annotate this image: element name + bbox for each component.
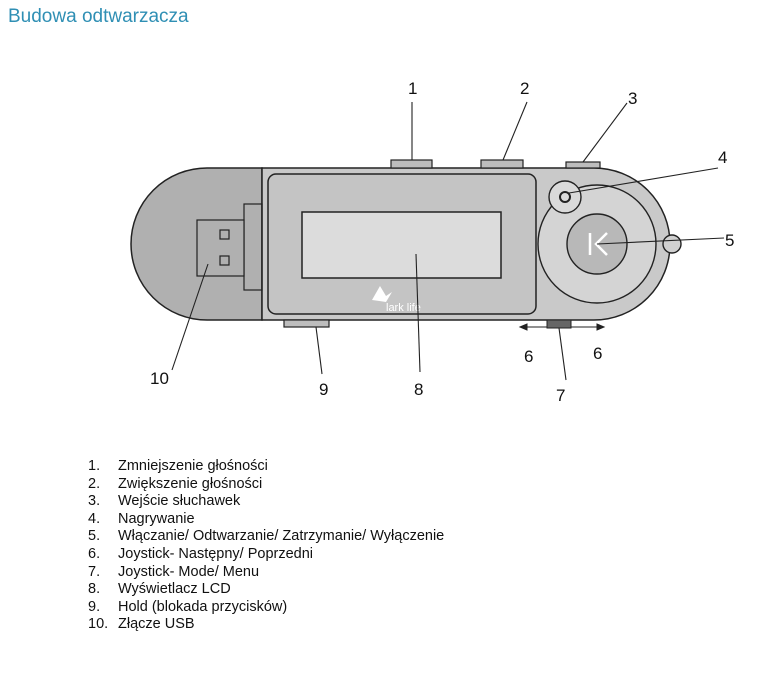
- callout-8: 8: [414, 380, 423, 399]
- volume-up-button[interactable]: [480, 159, 524, 169]
- legend-item-text: Joystick- Mode/ Menu: [118, 563, 260, 580]
- legend-item: 2.Zwiększenie głośności: [88, 475, 263, 492]
- callout-3: 3: [628, 89, 637, 108]
- callout-6-left: 6: [524, 347, 533, 366]
- callout-2: 2: [520, 79, 529, 98]
- callout-9: 9: [319, 380, 328, 399]
- legend-item-text: Złącze USB: [118, 616, 195, 633]
- legend-item-text: Hold (blokada przycisków): [118, 598, 288, 615]
- legend-item-text: Wyświetlacz LCD: [118, 581, 231, 598]
- headphone-jack: [565, 161, 601, 169]
- legend-item-text: Joystick- Następny/ Poprzedni: [118, 545, 314, 562]
- record-button-dot: [559, 191, 571, 203]
- legend-item: 1.Zmniejszenie głośności: [88, 458, 268, 474]
- legend-item: 7.Joystick- Mode/ Menu: [88, 563, 260, 580]
- usb-connector: [196, 203, 263, 291]
- parts-legend: 1.Zmniejszenie głośności 2.Zwiększenie g…: [88, 458, 444, 634]
- lanyard-hole: [662, 234, 682, 254]
- leader-lines: [171, 101, 725, 381]
- callout-4: 4: [718, 148, 727, 167]
- play-pause-icon: [588, 232, 608, 256]
- legend-item-text: Wejście słuchawek: [118, 493, 241, 510]
- volume-down-button[interactable]: [390, 159, 433, 169]
- legend-item: 5.Włączanie/ Odtwarzanie/ Zatrzymanie/ W…: [88, 528, 445, 545]
- callout-6-right: 6: [593, 344, 602, 363]
- legend-item-text: Nagrywanie: [118, 510, 195, 527]
- legend-item-text: Włączanie/ Odtwarzanie/ Zatrzymanie/ Wył…: [118, 528, 445, 545]
- hold-switch[interactable]: [283, 319, 330, 328]
- callout-numbers: 1 2 3 4 5 6 6 7 8 9 10: [150, 79, 734, 405]
- callout-1: 1: [408, 79, 417, 98]
- callout-5: 5: [725, 231, 734, 250]
- joystick-slider[interactable]: [518, 319, 606, 331]
- lcd-display: [301, 211, 502, 279]
- player-diagram: lark life 1 2 3 4 5 6 6 7 8 9 10: [130, 79, 734, 405]
- legend-item: 4.Nagrywanie: [88, 510, 195, 527]
- legend-item: 3.Wejście słuchawek: [88, 493, 241, 510]
- callout-7: 7: [556, 386, 565, 405]
- legend-item: 9.Hold (blokada przycisków): [88, 598, 288, 615]
- brand-logo: lark life: [372, 286, 421, 314]
- top-buttons: [390, 159, 601, 169]
- legend-item: 6.Joystick- Następny/ Poprzedni: [88, 545, 314, 562]
- legend-item-text: Zwiększenie głośności: [118, 475, 263, 492]
- record-button[interactable]: [548, 180, 582, 214]
- brand-logo-text: lark life: [386, 302, 421, 314]
- callout-10: 10: [150, 369, 169, 388]
- legend-item: 8.Wyświetlacz LCD: [88, 581, 231, 598]
- legend-item-text: Zmniejszenie głośności: [118, 458, 268, 474]
- legend-item: 10.Złącze USB: [88, 616, 195, 633]
- page-title: Budowa odtwarzacza: [8, 6, 189, 27]
